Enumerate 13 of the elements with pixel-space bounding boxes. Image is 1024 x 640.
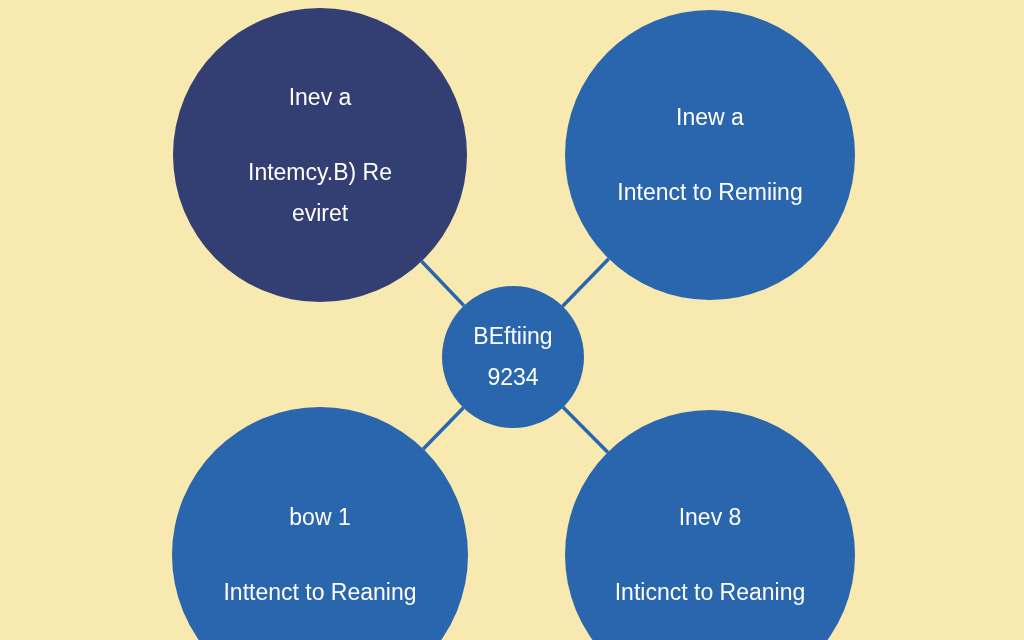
node-text: Inttenct to Reaning — [223, 578, 417, 607]
node-text: Intenct to Remiing — [617, 178, 803, 207]
connector-line — [422, 406, 465, 451]
node-text: BEftiing 9234 — [472, 322, 554, 392]
node-heading: Inev 8 — [678, 503, 742, 532]
connector-line — [561, 257, 610, 308]
connector-line — [420, 260, 466, 307]
node-text: Intemcy.B) Re eviret — [247, 157, 393, 228]
node-heading: Inew a — [676, 103, 744, 132]
connector-line — [561, 406, 609, 454]
node-text: Inticnct to Reaning — [614, 578, 806, 607]
node-heading: Inev a — [288, 82, 352, 112]
node-heading: bow 1 — [289, 503, 351, 532]
